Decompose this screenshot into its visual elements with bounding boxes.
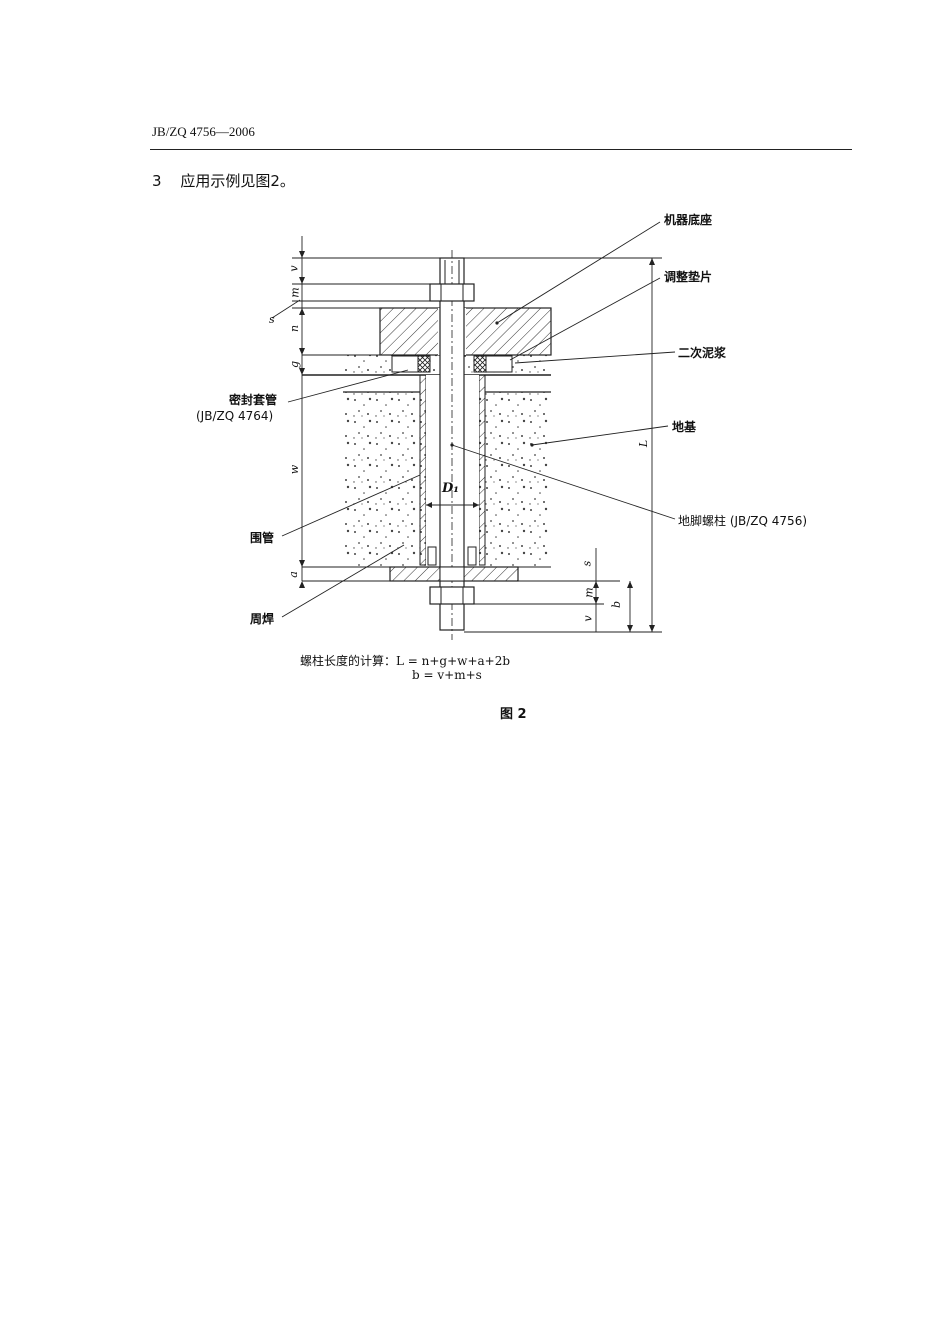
label-foundation: 地基	[672, 420, 697, 434]
anchor-bolt-diagram	[271, 221, 676, 640]
header-rule	[150, 149, 852, 150]
label-shim: 调整垫片	[664, 270, 713, 284]
dim-a: a	[286, 571, 300, 578]
pipe-wall-right	[478, 374, 486, 566]
formula-length: 螺柱长度的计算：L = n+g+w+a+2b	[300, 654, 511, 668]
bottom-nut	[429, 586, 475, 605]
document-code-header: JB/ZQ 4756—2006	[152, 124, 255, 139]
label-seal-sleeve-std: (JB/ZQ 4764)	[196, 409, 274, 423]
dim-m-bottom: m	[582, 587, 596, 598]
dim-b: b	[610, 600, 624, 609]
label-anchor-bolt: 地脚螺柱 (JB/ZQ 4756)	[678, 514, 808, 528]
label-machine-base: 机器底座	[664, 213, 713, 227]
dim-D1: D₁	[442, 481, 459, 496]
dim-m-top: m	[288, 287, 302, 298]
dim-v-top: v	[287, 265, 301, 272]
section-number: 3	[152, 172, 162, 190]
dim-s-top: s	[269, 313, 275, 326]
figure-caption: 图 2	[500, 707, 527, 722]
top-nut	[429, 283, 475, 302]
dim-s-bottom: s	[580, 560, 594, 567]
dim-L: L	[637, 439, 651, 448]
dim-n: n	[288, 324, 302, 333]
pipe-wall-left	[419, 374, 427, 566]
dim-g: g	[288, 360, 302, 369]
dim-w: w	[288, 464, 302, 475]
label-grout: 二次泥浆	[678, 346, 727, 360]
formula-b: b = v+m+s	[412, 668, 482, 682]
label-weld: 周焊	[250, 612, 275, 626]
label-seal-sleeve: 密封套管	[229, 393, 278, 407]
section-text: 应用示例见图2。	[180, 172, 295, 190]
section-heading: 3 应用示例见图2。	[152, 170, 295, 191]
dim-v-bottom: v	[581, 615, 595, 622]
label-pipe: 围管	[250, 531, 275, 545]
